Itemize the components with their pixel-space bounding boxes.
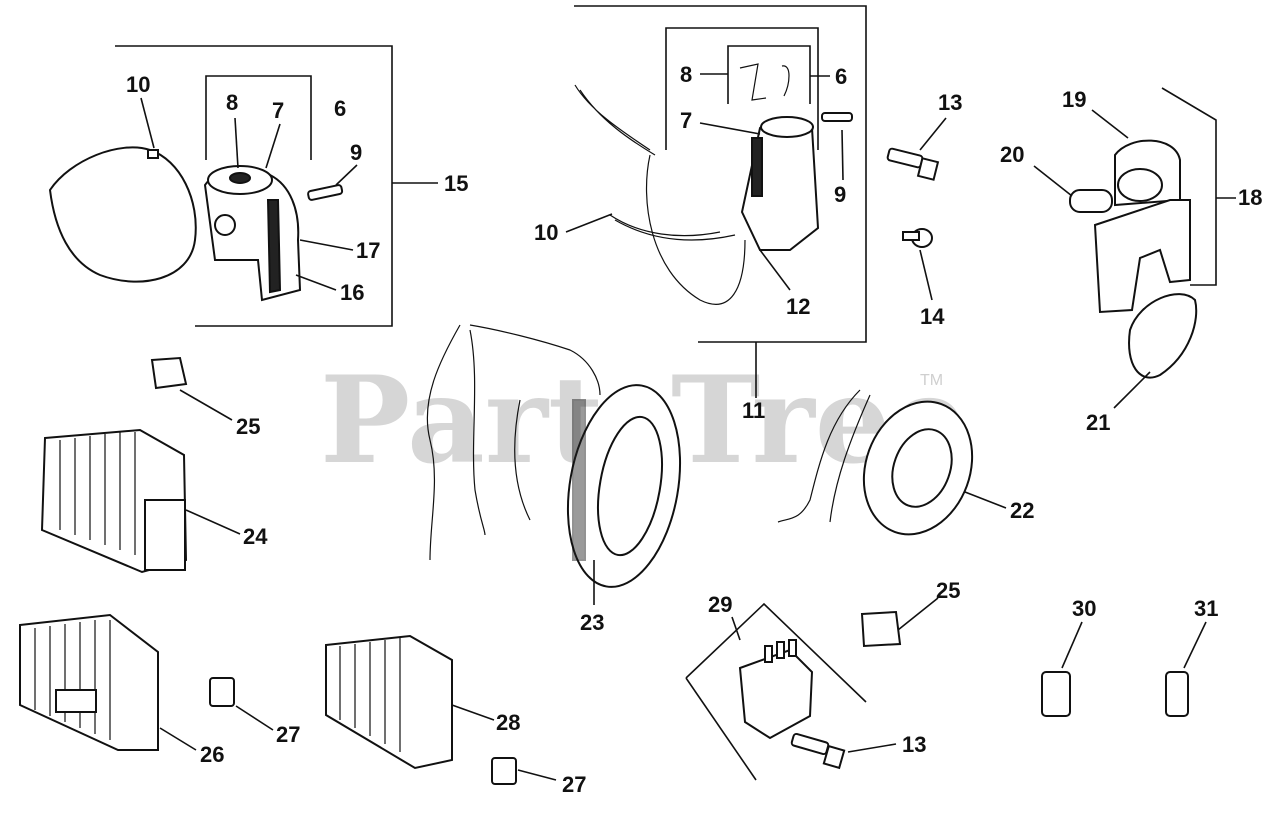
connector-25-left[interactable] <box>150 356 188 390</box>
regulator-28[interactable] <box>325 634 453 770</box>
callout-25-right: 25 <box>936 578 960 603</box>
callout-10-center: 10 <box>534 220 558 245</box>
flywheel-21[interactable] <box>1128 293 1198 379</box>
screw-13-bottom[interactable] <box>790 732 846 770</box>
screw-14[interactable] <box>902 228 933 248</box>
connector-30[interactable] <box>1041 671 1071 717</box>
callout-13-bottom: 13 <box>902 732 926 757</box>
screw-13-top[interactable] <box>886 147 940 181</box>
connector-31[interactable] <box>1165 671 1189 717</box>
callout-16: 16 <box>340 280 364 305</box>
callout-26: 26 <box>200 742 224 767</box>
bracket-18[interactable] <box>1093 199 1191 314</box>
callout-18: 18 <box>1238 185 1262 210</box>
callout-21: 21 <box>1086 410 1110 435</box>
callout-15: 15 <box>444 171 468 196</box>
condenser-20[interactable] <box>1069 189 1113 213</box>
callout-6-center: 6 <box>835 64 847 89</box>
connector-27-a[interactable] <box>209 677 235 707</box>
callout-8-left: 8 <box>226 90 238 115</box>
callout-19: 19 <box>1062 87 1086 112</box>
callout-25-left: 25 <box>236 414 260 439</box>
ignition-module-15[interactable] <box>48 146 344 302</box>
group-15-frame <box>115 45 438 327</box>
callout-24: 24 <box>243 524 268 549</box>
callout-29: 29 <box>708 592 732 617</box>
callout-22: 22 <box>1010 498 1034 523</box>
callout-30: 30 <box>1072 596 1096 621</box>
connector-27-b[interactable] <box>491 757 517 785</box>
callout-7-left: 7 <box>272 98 284 123</box>
connector-25-right[interactable] <box>860 610 902 648</box>
callout-12: 12 <box>786 294 810 319</box>
stator-23[interactable] <box>426 324 695 596</box>
regulator-24[interactable] <box>40 428 188 574</box>
group-29-frame <box>685 602 867 781</box>
callout-7-center: 7 <box>680 108 692 133</box>
callout-9-center: 9 <box>834 182 846 207</box>
callout-14: 14 <box>920 304 945 329</box>
watermark-trademark: TM <box>920 372 943 389</box>
leader-lines <box>140 73 1207 781</box>
callout-9-left: 9 <box>350 140 362 165</box>
callout-8-center: 8 <box>680 62 692 87</box>
callout-10-left: 10 <box>126 72 150 97</box>
callout-28: 28 <box>496 710 520 735</box>
callout-31: 31 <box>1194 596 1218 621</box>
callout-20: 20 <box>1000 142 1024 167</box>
callout-23: 23 <box>580 610 604 635</box>
group-18-frame <box>1161 87 1236 286</box>
callout-11: 11 <box>742 398 765 423</box>
ignition-module-11[interactable] <box>574 63 853 305</box>
stator-22[interactable] <box>777 386 990 549</box>
callout-27-left: 27 <box>276 722 300 747</box>
callout-6-left: 6 <box>334 96 346 121</box>
regulator-26[interactable] <box>19 613 159 751</box>
callout-13-top: 13 <box>938 90 962 115</box>
callout-27-right: 27 <box>562 772 586 797</box>
callout-17: 17 <box>356 238 380 263</box>
group-11-frame <box>574 5 867 398</box>
coil-19[interactable] <box>1114 139 1181 207</box>
rectifier-29[interactable] <box>738 639 814 740</box>
